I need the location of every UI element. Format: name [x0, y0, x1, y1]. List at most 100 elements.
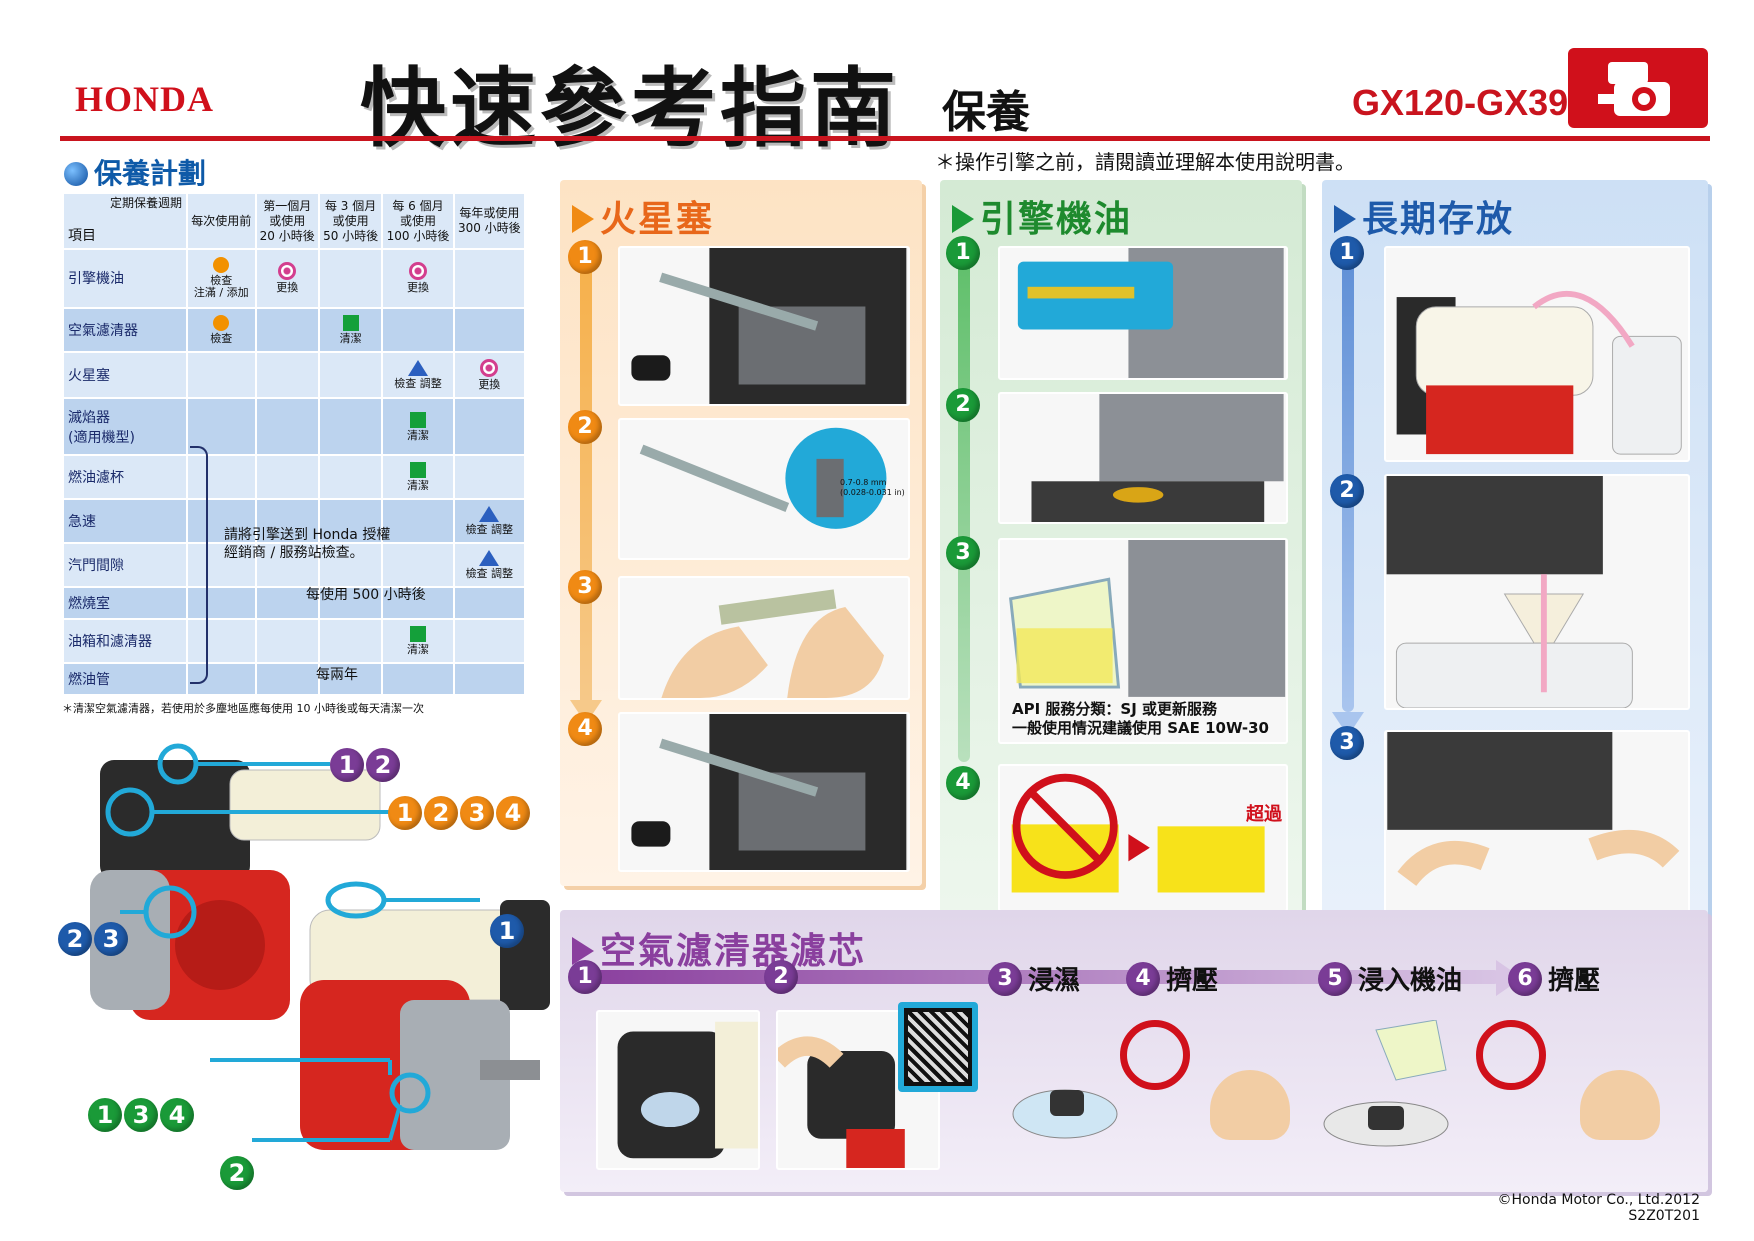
table-row: 汽門間隙檢查 調整 [62, 542, 527, 589]
storage-image-1 [1384, 246, 1690, 462]
schedule-action: 檢查 注滿 / 添加 [193, 274, 249, 300]
oil-image-3 [998, 538, 1288, 744]
air-step-2: 2 [764, 960, 804, 994]
air-step-6-label: 擠壓 [1548, 966, 1601, 996]
schedule-cell [317, 617, 384, 665]
schedule-cell [254, 662, 320, 696]
overfill-label: 超過 [1246, 804, 1282, 825]
storage-step-3: 3 [1330, 726, 1364, 760]
oil-image-4 [998, 764, 1288, 912]
air-step-4-label: 擠壓 [1166, 966, 1219, 996]
col-header: 每 3 個月 或使用 50 小時後 [317, 192, 384, 250]
callout-number: 1 [330, 748, 364, 782]
oil-step-1: 1 [946, 236, 980, 270]
storage-title: 長期存放 [1334, 190, 1514, 242]
schedule-cell [186, 453, 257, 500]
clean-icon [409, 461, 426, 478]
schedule-cell [452, 662, 527, 696]
model-range: GX120-GX390 [1352, 82, 1589, 123]
schedule-cell: 清潔 [381, 617, 455, 665]
schedule-cell: 更換 [381, 248, 455, 309]
inspect-icon [213, 257, 230, 274]
schedule-cell [186, 586, 257, 620]
air-step-6-num: 6 [1508, 961, 1542, 996]
table-row: 油箱和濾清器 清潔 [62, 617, 527, 665]
air-step-5-num: 5 [1318, 961, 1352, 996]
engine-oil-title-text: 引擎機油 [980, 199, 1133, 240]
table-row: 空氣濾清器檢查清潔 [62, 306, 527, 353]
schedule-cell [452, 397, 527, 456]
callout-number: 1 [88, 1098, 122, 1132]
schedule-item: 油箱和濾清器 [62, 617, 188, 665]
schedule-cell: 檢查 調整 [452, 542, 527, 589]
air-image-1 [596, 1010, 760, 1170]
air-step-4-num: 4 [1126, 961, 1160, 996]
play-icon [572, 937, 594, 965]
spark-step-2: 2 [568, 410, 602, 444]
oil-step-4: 4 [946, 766, 980, 800]
oil-step-2: 2 [946, 388, 980, 422]
schedule-action: 清潔 [406, 478, 429, 492]
clean-icon [409, 626, 426, 643]
col-header: 每 6 個月 或使用 100 小時後 [381, 192, 455, 250]
play-icon [952, 205, 974, 233]
schedule-cell [317, 497, 384, 545]
copyright-text: ©Honda Motor Co., Ltd.2012 [1497, 1192, 1701, 1208]
spark-step-rail [580, 252, 592, 714]
spark-image-1 [618, 246, 910, 406]
air-step-1: 1 [568, 960, 608, 994]
corner-header: 定期保養週期 項目 [62, 192, 188, 250]
spark-gap-label: 0.7-0.8 mm (0.028-0.031 in) [840, 478, 905, 497]
engine-illustration [60, 730, 560, 1210]
schedule-action: 檢查 調整 [394, 377, 442, 391]
maintenance-schedule-table: 定期保養週期 項目 每次使用前 第一個月 或使用 20 小時後 每 3 個月 或… [62, 192, 527, 696]
schedule-item: 汽門間隙 [62, 542, 188, 589]
spark-image-4 [618, 712, 910, 872]
callout-number: 2 [220, 1156, 254, 1190]
schedule-item: 急速 [62, 497, 188, 545]
inspect-icon [213, 314, 230, 331]
schedule-cell: 清潔 [381, 453, 455, 500]
table-row: 火星塞檢查 調整更換 [62, 350, 527, 400]
schedule-cell [452, 248, 527, 309]
col-header: 每次使用前 [186, 192, 257, 250]
storage-title-text: 長期存放 [1362, 199, 1515, 240]
item-label: 項目 [68, 228, 96, 244]
honda-logo: HONDA [75, 79, 214, 119]
plan-title: 保養計劃 [64, 152, 206, 192]
schedule-cell: 更換 [452, 350, 527, 400]
schedule-item: 燃油濾杯 [62, 453, 188, 500]
storage-step-2: 2 [1330, 474, 1364, 508]
schedule-cell [452, 453, 527, 500]
schedule-cell [452, 586, 527, 620]
col-header: 第一個月 或使用 20 小時後 [254, 192, 320, 250]
air-step-3-num: 3 [988, 961, 1022, 996]
spark-plug-title-text: 火星塞 [600, 199, 715, 240]
oil-step-3: 3 [946, 536, 980, 570]
clean-icon [342, 314, 359, 331]
schedule-cell [254, 453, 320, 500]
oil-spec-note: API 服務分類：SJ 或更新服務 一般使用情況建議使用 SAE 10W-30 [1012, 700, 1269, 737]
schedule-cell [186, 542, 257, 589]
plan-footnote: ＊清潔空氣濾清器，若使用於多塵地區應每使用 10 小時後或每天清潔一次 [62, 702, 424, 715]
schedule-action: 檢查 調整 [465, 567, 514, 581]
callout-number: 1 [388, 796, 422, 830]
storage-image-3 [1384, 730, 1690, 916]
schedule-cell [452, 617, 527, 665]
callout-number: 4 [496, 796, 530, 830]
callout-number: 3 [124, 1098, 158, 1132]
play-icon [1334, 205, 1356, 233]
col-header: 每年或使用 300 小時後 [452, 192, 527, 250]
schedule-cell [381, 497, 455, 545]
oil-soak-illustration [1316, 1019, 1466, 1150]
schedule-cell [317, 350, 384, 400]
air-step-5-label: 浸入機油 [1358, 966, 1463, 996]
schedule-cell [186, 617, 257, 665]
schedule-cell [254, 397, 320, 456]
document-code: S2Z0T201 [1628, 1208, 1700, 1224]
table-row: 燃燒室 [62, 586, 527, 620]
schedule-cell: 清潔 [317, 306, 384, 353]
